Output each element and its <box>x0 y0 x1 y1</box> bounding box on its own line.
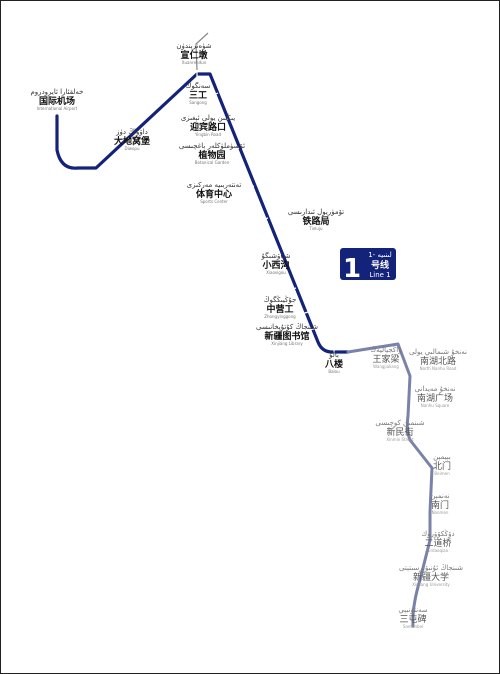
station-chinese-label: 小西沟 <box>261 259 289 271</box>
station-uyghur-label: نەنخۇ مەيدانى <box>415 385 456 393</box>
station-english-label: North Nanhu Road <box>420 366 457 371</box>
badge-chinese: 号线 <box>371 259 389 271</box>
station-uyghur-label: جۇڭيىڭگوڭ <box>264 295 297 304</box>
station-chinese-label: 植物园 <box>197 149 225 161</box>
station-chinese-label: 南湖北路 <box>420 355 456 367</box>
railway-line <box>195 32 209 71</box>
station-chinese-label: 迎宾路口 <box>190 121 226 133</box>
station-chinese-label: 三工 <box>189 90 207 101</box>
station-english-label: Xuanrendun <box>182 60 207 65</box>
badge-number: 1 <box>343 254 361 284</box>
station-chinese-label: 新疆大学 <box>413 571 449 583</box>
station-chinese-label: 王家梁 <box>372 353 399 365</box>
station-uyghur-label: نەنمېن <box>430 492 449 500</box>
station-uyghur-label: بالۇ <box>328 351 339 359</box>
station-english-label: Diwopu <box>125 146 140 151</box>
station-english-label: Sports Center <box>200 199 228 204</box>
line-1-badge: 1 1- لىنىيە 号线 Line 1 <box>340 248 396 284</box>
station-uyghur-label: سەنگوڭ <box>186 81 211 90</box>
line-1-extension <box>346 342 434 628</box>
station-english-label: Santunbei <box>403 624 423 629</box>
station-ticks <box>53 70 335 355</box>
station-uyghur-label: شىنجاڭ ئۇنىۋېرسىتېتى <box>399 564 463 572</box>
station-uyghur-label: ئۆسۈملۈكلەر باغچىسى <box>179 142 245 150</box>
station-uyghur-label: شياۋشىگۇ <box>261 251 291 260</box>
station-english-label: Botanical Garden <box>195 160 230 165</box>
station-chinese-label: 八楼 <box>324 358 343 370</box>
station-english-label: Beimen <box>434 471 450 476</box>
station-uyghur-label: نەنخۇ شىمالىي يولى <box>409 348 467 356</box>
station-chinese-label: 宣仁墩 <box>180 49 208 61</box>
station-chinese-label: 国际机场 <box>39 95 75 107</box>
badge-english: Line 1 <box>369 271 390 279</box>
station-chinese-label: 南湖广场 <box>417 392 453 404</box>
station-english-label: Xinjiang Library <box>271 341 303 346</box>
station-chinese-label: 大地窝堡 <box>114 135 150 147</box>
station-uyghur-label: داۋۋاڭ دۈز <box>115 128 148 136</box>
badge-uyghur: 1- لىنىيە <box>368 251 392 259</box>
station-english-label: Balou <box>328 369 340 374</box>
station-chinese-label: 二道桥 <box>424 537 451 549</box>
station-uyghur-label: بېيمېن <box>433 453 451 461</box>
station-uyghur-label: ۋاڭجياليەڭ <box>370 345 401 354</box>
station-uyghur-label: شىنمىن كوچىسى <box>375 419 424 427</box>
station-uyghur-label: تۆمۈريول ئىدارىسى <box>288 208 344 216</box>
station-uyghur-label: سەنتۈنبېي <box>398 606 427 614</box>
station-english-label: Wangjialiang <box>373 364 399 369</box>
station-english-label: Xinmin Street <box>386 437 414 442</box>
station-english-label: International Airport <box>37 106 78 111</box>
station-chinese-label: 新疆图书馆 <box>264 330 309 342</box>
station-chinese-label: 新民街 <box>386 426 413 438</box>
station-english-label: Tieluju <box>308 226 323 231</box>
station-english-label: Xinjiang University <box>412 582 450 587</box>
station-chinese-label: 三屯碑 <box>399 613 426 625</box>
station-uyghur-label: دۆڭكۆۋرۈك <box>421 529 454 538</box>
station-english-label: Yingbin Road <box>194 132 221 137</box>
station-chinese-label: 铁路局 <box>302 215 329 227</box>
station-uyghur-label: شىنجاڭ كۇتۇپخانىسى <box>256 323 318 331</box>
station-english-label: Erdaoqiao <box>428 548 449 553</box>
station-chinese-label: 体育中心 <box>196 188 232 200</box>
station-chinese-label: 中营工 <box>266 303 293 315</box>
station-english-label: Nanhu Square <box>421 403 450 408</box>
station-chinese-label: 南门 <box>431 499 449 511</box>
station-english-label: Nanmen <box>432 510 449 515</box>
station-uyghur-label: شۈەنرېندۈن <box>176 42 211 50</box>
station-uyghur-label: خەلقئارا ئايرودروم <box>30 88 83 96</box>
station-chinese-label: 北门 <box>433 460 451 472</box>
station-english-label: Xiaoxigou <box>266 270 286 275</box>
station-english-label: Zhongyinggong <box>264 314 296 319</box>
station-uyghur-label: تەنتەربىيە مەركىزى <box>187 181 242 189</box>
station-english-label: Sangong <box>189 100 207 105</box>
station-uyghur-label: يىڭبىن يولى ئېغىزى <box>181 113 235 122</box>
